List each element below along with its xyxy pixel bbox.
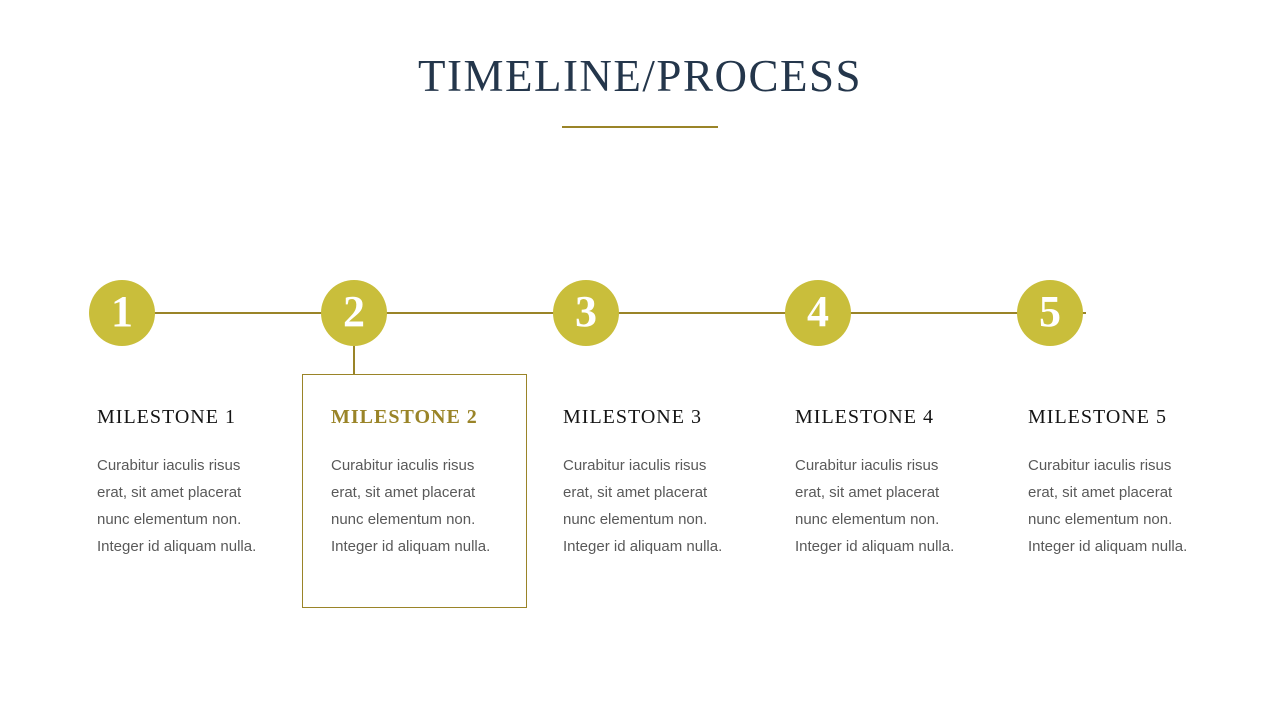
milestone-column-4: MILESTONE 4 Curabitur iaculis risus erat… — [795, 404, 1007, 560]
milestone-text-line: erat, sit amet placerat — [1028, 484, 1173, 501]
milestone-text-line: erat, sit amet placerat — [795, 484, 940, 501]
timeline-node-4: 4 — [785, 280, 851, 346]
node-number-2: 2 — [343, 287, 365, 336]
milestone-text-line: Curabitur iaculis risus — [795, 457, 939, 474]
milestone-2-connector-line — [353, 346, 355, 374]
node-number-3: 3 — [575, 287, 597, 336]
milestone-5-title: MILESTONE 5 — [1028, 406, 1167, 428]
timeline-node-3: 3 — [553, 280, 619, 346]
milestone-text-line: Curabitur iaculis risus — [1028, 457, 1172, 474]
milestone-4-body: Curabitur iaculis risus erat, sit amet p… — [795, 452, 1007, 560]
milestone-text-line: Integer id aliquam nulla. — [795, 538, 955, 555]
milestone-5-body: Curabitur iaculis risus erat, sit amet p… — [1028, 452, 1240, 560]
milestone-1-title: MILESTONE 1 — [97, 406, 236, 428]
slide-title: TIMELINE/PROCESS — [417, 51, 863, 101]
milestone-2-body: Curabitur iaculis risus erat, sit amet p… — [331, 452, 543, 560]
milestone-text-line: nunc elementum non. — [1028, 511, 1173, 528]
timeline-node-5: 5 — [1017, 280, 1083, 346]
milestone-column-1: MILESTONE 1 Curabitur iaculis risus erat… — [97, 404, 309, 560]
milestone-text-line: Integer id aliquam nulla. — [563, 538, 723, 555]
milestone-2-title: MILESTONE 2 — [331, 406, 478, 428]
milestone-text-line: Integer id aliquam nulla. — [97, 538, 257, 555]
node-number-5: 5 — [1039, 287, 1061, 336]
milestone-1-body: Curabitur iaculis risus erat, sit amet p… — [97, 452, 309, 560]
milestone-text-line: Curabitur iaculis risus — [563, 457, 707, 474]
milestone-text-line: Integer id aliquam nulla. — [1028, 538, 1188, 555]
milestone-3-body: Curabitur iaculis risus erat, sit amet p… — [563, 452, 775, 560]
milestone-text-line: Integer id aliquam nulla. — [331, 538, 491, 555]
milestone-4-title: MILESTONE 4 — [795, 406, 934, 428]
milestone-3-title: MILESTONE 3 — [563, 406, 702, 428]
title-underline-divider — [562, 126, 718, 128]
milestone-text-line: Curabitur iaculis risus — [331, 457, 475, 474]
milestone-2-highlight-box — [302, 374, 527, 608]
milestone-text-line: nunc elementum non. — [563, 511, 708, 528]
milestone-text-line: nunc elementum non. — [97, 511, 242, 528]
milestone-column-2: MILESTONE 2 Curabitur iaculis risus erat… — [331, 404, 543, 560]
timeline-node-1: 1 — [89, 280, 155, 346]
milestone-text-line: Curabitur iaculis risus — [97, 457, 241, 474]
milestone-text-line: erat, sit amet placerat — [563, 484, 708, 501]
node-number-4: 4 — [807, 287, 829, 336]
timeline-node-2: 2 — [321, 280, 387, 346]
milestone-column-5: MILESTONE 5 Curabitur iaculis risus erat… — [1028, 404, 1240, 560]
milestone-text-line: erat, sit amet placerat — [97, 484, 242, 501]
milestone-text-line: nunc elementum non. — [331, 511, 476, 528]
milestone-text-line: erat, sit amet placerat — [331, 484, 476, 501]
node-number-1: 1 — [111, 287, 133, 336]
milestone-text-line: nunc elementum non. — [795, 511, 940, 528]
milestone-column-3: MILESTONE 3 Curabitur iaculis risus erat… — [563, 404, 775, 560]
